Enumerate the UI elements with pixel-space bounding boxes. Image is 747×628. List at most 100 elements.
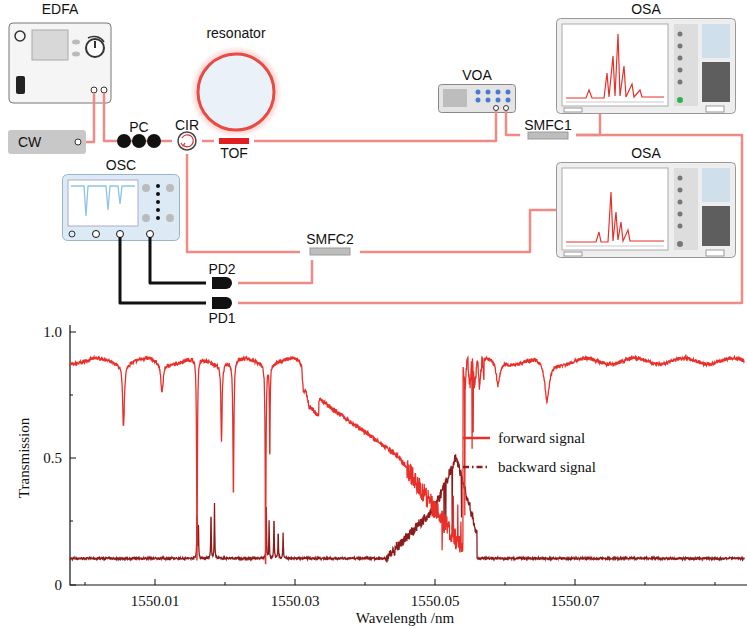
fiber-connector	[238, 135, 742, 303]
legend-sample	[462, 461, 492, 473]
device-drawing	[556, 162, 736, 258]
device-node: OSC	[62, 158, 180, 246]
drawing-part	[190, 46, 282, 138]
drawing-part	[212, 277, 232, 289]
drawing-part	[562, 168, 668, 250]
fiber-connector	[576, 114, 600, 135]
fiber-connector	[86, 110, 94, 142]
drawing-part	[463, 465, 490, 468]
drawing-part	[566, 192, 664, 242]
drawing-part	[566, 246, 664, 247]
device-label: resonator	[206, 26, 265, 40]
device-node: CIR	[172, 118, 202, 154]
drawing-part	[68, 180, 138, 226]
device-drawing	[438, 84, 516, 118]
drawing-part	[528, 132, 568, 139]
drawing-part	[564, 252, 582, 256]
drawing-part	[147, 231, 154, 238]
drawing-part	[476, 98, 481, 103]
drawing-part	[9, 23, 111, 103]
device-label: SMFC1	[524, 118, 571, 132]
device-node: PD2	[206, 262, 238, 290]
drawing-part	[156, 184, 160, 188]
drawing-part	[678, 80, 683, 85]
tick-label: 0.5	[43, 450, 62, 466]
drawing-part	[72, 52, 80, 57]
drawing-part	[678, 56, 683, 61]
device-node: OSA	[556, 146, 736, 258]
drawing-part	[706, 106, 724, 112]
device-drawing	[8, 22, 112, 110]
drawing-part	[702, 24, 730, 58]
drawing-part	[63, 175, 180, 241]
drawing-part	[166, 214, 174, 222]
drawing-part	[494, 106, 499, 111]
drawing-part	[71, 186, 135, 216]
fiber-connector	[104, 110, 110, 141]
drawing-part	[91, 87, 97, 93]
device-node: TOF	[214, 134, 254, 162]
drawing-part	[439, 85, 516, 113]
legend-text: backward signal	[498, 459, 596, 475]
drawing-part	[16, 76, 25, 94]
drawing-part	[496, 111, 506, 118]
drawing-part	[677, 97, 683, 103]
device-node: SMFC1	[520, 118, 576, 140]
tick-label: 0	[55, 577, 63, 593]
drawing-part	[443, 89, 467, 107]
drawing-part	[564, 108, 582, 112]
drawing-part	[75, 139, 81, 145]
drawing-part	[117, 134, 131, 148]
device-node: EDFA	[8, 2, 112, 110]
device-label: PD2	[208, 262, 235, 276]
device-label: EDFA	[42, 2, 79, 16]
legend-row: backward signal	[462, 452, 596, 481]
drawing-part	[142, 214, 150, 222]
drawing-part	[156, 208, 160, 212]
drawing-part	[702, 62, 730, 102]
drawing-part	[566, 34, 664, 98]
legend-sample	[462, 432, 492, 444]
drawing-part	[677, 241, 683, 247]
drawing-part	[486, 90, 491, 95]
device-node: SMFC2	[300, 232, 360, 260]
fiber-connector	[506, 118, 520, 135]
drawing-part	[142, 184, 150, 192]
drawing-part	[678, 212, 683, 217]
drawing-part	[678, 32, 683, 37]
drawing-part	[94, 93, 104, 110]
drawing-part	[496, 90, 501, 95]
device-node: PC	[110, 120, 168, 152]
device-label: CW	[18, 135, 41, 149]
drawing-part	[86, 39, 104, 57]
device-drawing	[62, 174, 180, 246]
fiber-connector	[360, 210, 556, 252]
drawing-part	[72, 40, 80, 45]
device-drawing	[556, 18, 736, 114]
drawing-part	[212, 297, 232, 309]
chart-axes	[70, 325, 747, 585]
device-label: TOF	[220, 146, 248, 160]
device-drawing	[188, 26, 284, 136]
tick-label: 1550.01	[131, 593, 180, 609]
drawing-part	[101, 87, 107, 93]
device-node: VOA	[438, 68, 516, 118]
drawing-part	[486, 98, 491, 103]
drawing-part	[156, 216, 160, 220]
drawing-part	[557, 19, 736, 114]
drawing-part	[674, 24, 698, 106]
drawing-part	[678, 188, 683, 193]
fiber-connector	[187, 154, 300, 252]
tick-label: 1550.05	[411, 593, 460, 609]
device-drawing	[206, 296, 238, 310]
device-label: PC	[129, 120, 148, 134]
drawing-part	[476, 90, 481, 95]
tick-label: 1550.03	[271, 593, 320, 609]
device-drawing	[172, 131, 202, 151]
drawing-part	[504, 106, 509, 111]
device-label: CIR	[175, 118, 199, 132]
device-label: OSA	[631, 2, 661, 16]
tick-label: 1550.07	[551, 593, 600, 609]
device-label: OSC	[106, 158, 136, 172]
